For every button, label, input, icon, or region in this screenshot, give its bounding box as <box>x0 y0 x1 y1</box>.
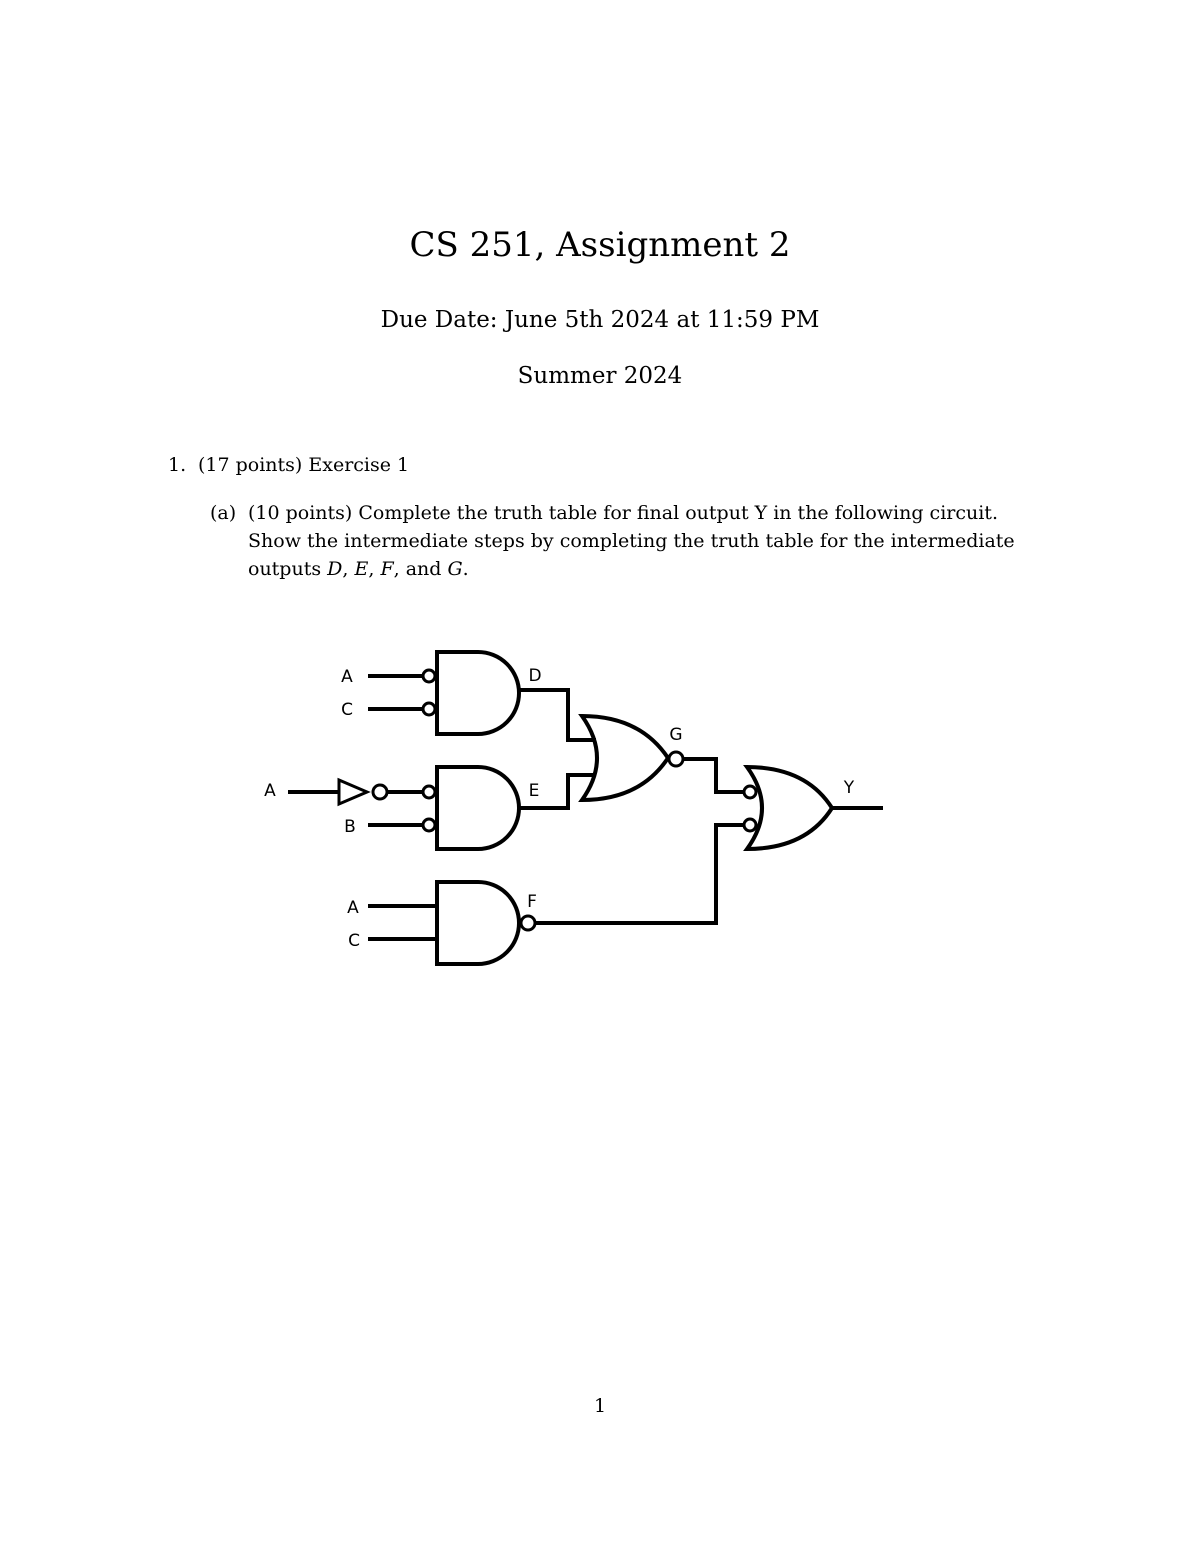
label-f-in-c: C <box>348 931 360 951</box>
bubble-e-b <box>421 817 437 833</box>
and-gate-e-body <box>435 765 521 851</box>
instruction-line-3-prefix: outputs <box>248 558 328 580</box>
and-gate-d-body <box>435 650 521 736</box>
page-number: 1 <box>593 1395 607 1417</box>
gate-e <box>288 765 521 851</box>
not-gate-bubble <box>371 783 389 801</box>
question-text: (17 points) Exercise 1 <box>198 454 410 476</box>
term-label: Summer 2024 <box>517 363 683 389</box>
wire-e-to-g <box>519 773 596 810</box>
instruction-line-3: outputs D, E, F, and G. <box>248 555 1068 583</box>
nor-gate-g-body <box>578 713 671 803</box>
part-label: (a) <box>210 502 237 524</box>
sep-1: , <box>342 558 355 580</box>
sep-2: , <box>368 558 381 580</box>
part-instructions: (10 points) Complete the truth table for… <box>248 499 1068 583</box>
var-d: D <box>327 558 343 580</box>
or-gate-y-body <box>743 764 835 852</box>
label-d-in-a: A <box>341 667 353 687</box>
var-e: E <box>354 558 369 580</box>
not-gate-triangle <box>337 777 371 807</box>
bubble-y-g <box>742 784 758 800</box>
wire-g-to-y <box>683 757 743 794</box>
gate-y <box>742 764 883 852</box>
bubble-e-a <box>421 784 437 800</box>
gate-f <box>368 880 537 966</box>
instruction-line-1: (10 points) Complete the truth table for… <box>248 502 998 524</box>
wire-f-to-y <box>535 823 743 925</box>
nand-gate-f-body <box>435 880 521 966</box>
label-out-y: Y <box>843 778 855 798</box>
label-d-in-c: C <box>341 700 353 720</box>
wire-d-to-g <box>519 688 596 742</box>
label-e-in-b: B <box>344 817 356 837</box>
label-out-g: G <box>669 725 682 745</box>
var-g: G <box>447 558 463 580</box>
var-f: F <box>380 558 394 580</box>
label-out-f: F <box>527 892 537 912</box>
due-date: Due Date: June 5th 2024 at 11:59 PM <box>380 307 820 333</box>
label-e-in-a: A <box>264 781 276 801</box>
bubble-f-out <box>519 914 537 932</box>
bubble-y-f <box>742 817 758 833</box>
label-out-d: D <box>528 666 541 686</box>
line-end: . <box>462 558 469 580</box>
question-heading: 1. (17 points) Exercise 1 <box>168 451 409 479</box>
bubble-d-c <box>421 701 437 717</box>
instruction-line-2: Show the intermediate steps by completin… <box>248 530 1015 552</box>
question-number: 1. <box>168 454 187 476</box>
bubble-g-out <box>667 750 685 768</box>
document-title: CS 251, Assignment 2 <box>409 225 791 265</box>
label-f-in-a: A <box>347 898 359 918</box>
bubble-d-a <box>421 668 437 684</box>
sep-3: , and <box>393 558 448 580</box>
gate-d <box>368 650 521 736</box>
label-out-e: E <box>529 781 540 801</box>
gate-g <box>578 713 685 803</box>
